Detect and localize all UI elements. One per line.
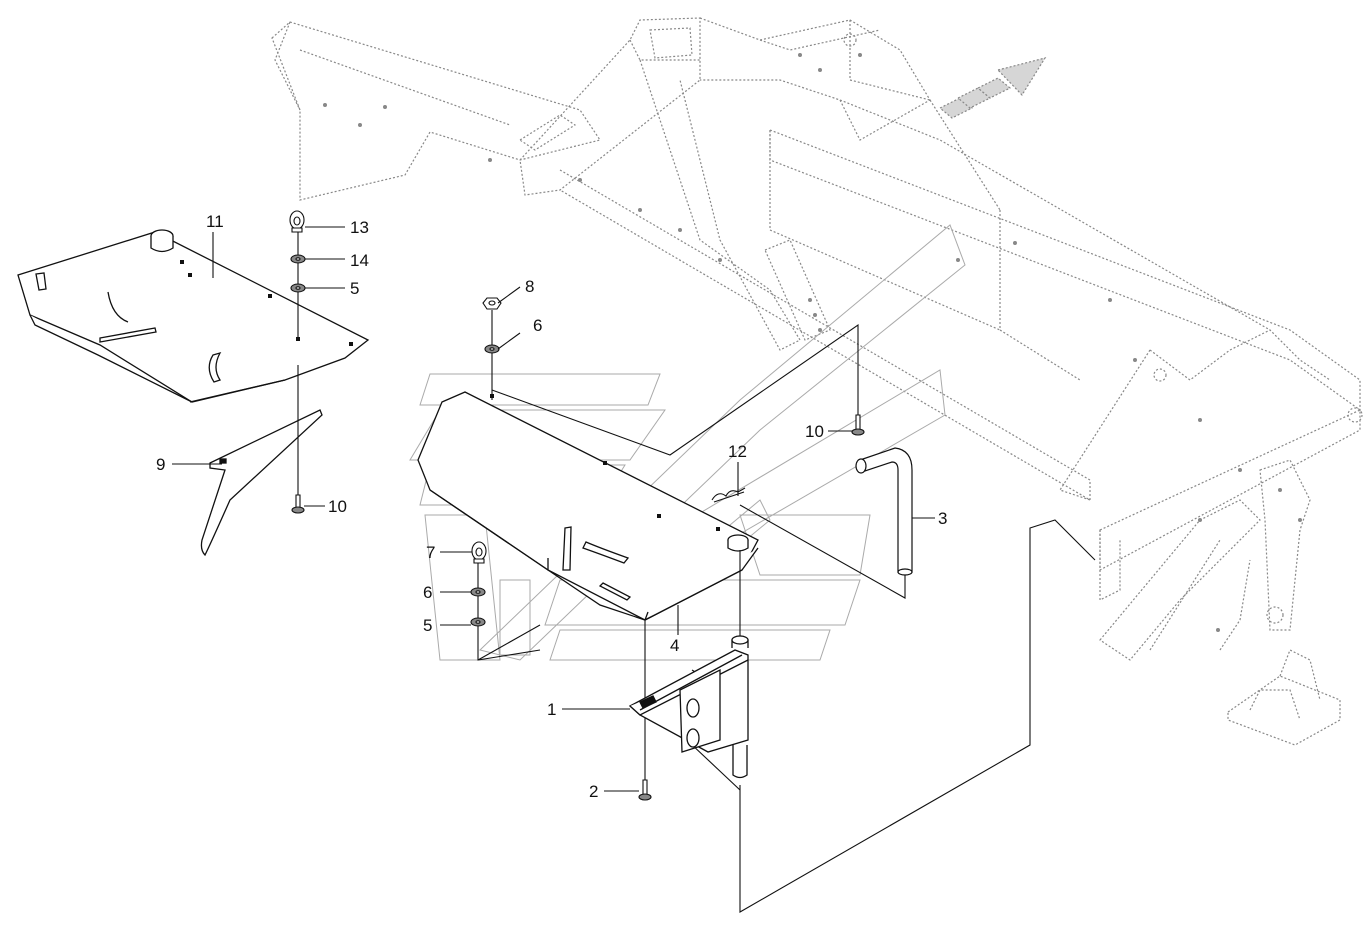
callout-2: 2	[589, 782, 598, 801]
bolt-part-2	[638, 779, 652, 801]
plate-part-11	[17, 229, 370, 403]
frame-holes	[323, 53, 1302, 632]
callout-5-lower: 5	[423, 616, 432, 635]
bracket-part-9	[200, 409, 323, 557]
callout-3: 3	[938, 509, 947, 528]
callout-13: 13	[350, 218, 369, 237]
fastener-stack-left	[289, 210, 306, 514]
pin-part-3	[855, 447, 913, 576]
callout-10-left: 10	[328, 497, 347, 516]
callout-7: 7	[426, 543, 435, 562]
clip-part-12	[711, 487, 746, 503]
callout-11: 11	[206, 212, 224, 231]
plate-part-4	[417, 391, 759, 621]
plate-11-holes	[180, 260, 353, 346]
callout-8: 8	[525, 277, 534, 296]
frame-rings	[843, 33, 1363, 624]
bolt-part-10-right	[851, 414, 865, 436]
callout-6-upper: 6	[533, 316, 542, 335]
direction-arrow	[938, 57, 1047, 119]
callout-14: 14	[350, 251, 369, 270]
bracket-part-1	[628, 635, 749, 779]
machine-frame	[271, 17, 1361, 746]
callout-5-upper: 5	[350, 279, 359, 298]
callout-labels: 11 13 14 5 9 10 8 6 10 12 3 7 6 5 4 1 2	[156, 212, 947, 801]
callout-leaders	[172, 226, 935, 792]
callout-9: 9	[156, 455, 165, 474]
callout-12: 12	[728, 442, 747, 461]
callout-4: 4	[670, 636, 679, 655]
fastener-stack-center	[482, 297, 502, 354]
callout-6-lower: 6	[423, 583, 432, 602]
callout-1: 1	[547, 700, 556, 719]
callout-10-right: 10	[805, 422, 824, 441]
